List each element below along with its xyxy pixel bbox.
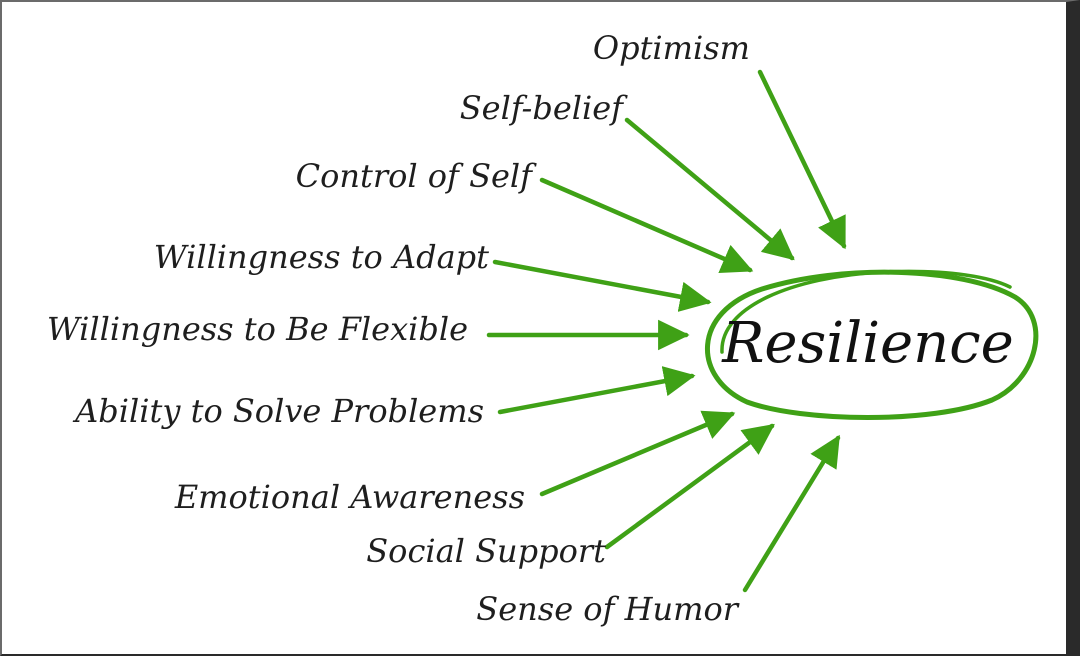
- arrow-sense-of-humor: [742, 434, 841, 593]
- factor-labels: Optimism Self-belief Control of Self Wil…: [47, 29, 750, 628]
- label-social-support: Social Support: [366, 532, 606, 570]
- arrow-ability-to-solve-problems: [497, 366, 696, 415]
- arrow-control-of-self: [539, 177, 754, 273]
- arrow-optimism: [757, 69, 847, 250]
- arrows: [486, 69, 847, 593]
- label-optimism: Optimism: [593, 29, 750, 67]
- label-emotional-awareness: Emotional Awareness: [174, 478, 525, 516]
- label-ability-to-solve-problems: Ability to Solve Problems: [72, 392, 484, 430]
- center-label: Resilience: [721, 311, 1013, 376]
- label-willingness-to-be-flexible: Willingness to Be Flexible: [47, 310, 468, 348]
- label-sense-of-humor: Sense of Humor: [476, 590, 739, 628]
- arrow-emotional-awareness: [539, 410, 736, 497]
- label-willingness-to-adapt: Willingness to Adapt: [154, 238, 489, 276]
- resilience-ellipse: [704, 269, 1039, 420]
- arrow-self-belief: [624, 117, 795, 261]
- label-control-of-self: Control of Self: [296, 157, 538, 195]
- arrow-social-support: [604, 423, 775, 550]
- label-self-belief: Self-belief: [460, 89, 628, 127]
- arrow-willingness-to-adapt: [492, 259, 712, 312]
- resilience-diagram: Resilience Optimism Self-belief Control …: [47, 29, 1039, 628]
